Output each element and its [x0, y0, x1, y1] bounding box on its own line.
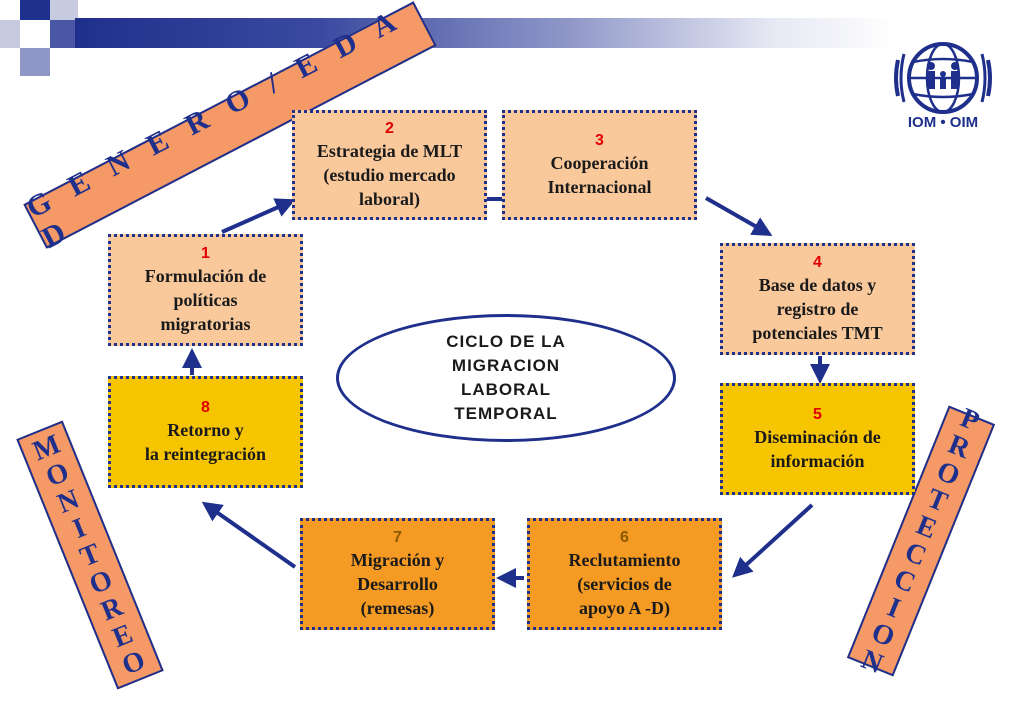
- header-square: [20, 48, 50, 76]
- header-gradient-bar: [75, 18, 895, 48]
- step-8-box: 8 Retorno y la reintegración: [108, 376, 303, 488]
- step-number: 3: [595, 132, 604, 149]
- iom-globe-family-logo: [894, 42, 992, 114]
- step-number: 1: [201, 245, 210, 262]
- step-label: Cooperación Internacional: [547, 153, 652, 197]
- step-5-box: 5 Diseminación de información: [720, 383, 915, 495]
- step-label: Estrategia de MLT (estudio mercado labor…: [316, 141, 463, 209]
- logo-text: IOM • OIM: [907, 114, 979, 131]
- header-square: [20, 0, 50, 20]
- banner-letter: O: [117, 644, 150, 682]
- step-label: Retorno y la reintegración: [144, 420, 267, 464]
- arrow-5-to-6: [732, 503, 814, 578]
- step-label: Reclutamiento (servicios de apoyo A -D): [568, 550, 681, 618]
- step-1-box: 1 Formulación de políticas migratorias: [108, 234, 303, 346]
- step-number: 5: [813, 406, 822, 423]
- header-square: [50, 20, 75, 48]
- header-square: [0, 20, 20, 48]
- step-2-box: 2 Estrategia de MLT (estudio mercado lab…: [292, 110, 487, 220]
- step-6-box: 6 Reclutamiento (servicios de apoyo A -D…: [527, 518, 722, 630]
- arrow-7-to-8: [201, 501, 297, 569]
- header-square: [20, 20, 50, 48]
- arrow-1-to-2: [221, 198, 296, 234]
- cycle-center-title: CICLO DE LA MIGRACION LABORAL TEMPORAL: [446, 332, 566, 423]
- step-label: Formulación de políticas migratorias: [144, 266, 267, 334]
- cycle-center-ellipse: CICLO DE LA MIGRACION LABORAL TEMPORAL: [336, 314, 676, 442]
- step-number: 7: [393, 529, 402, 546]
- step-3-box: 3 Cooperación Internacional: [502, 110, 697, 220]
- step-number: 8: [201, 399, 210, 416]
- step-number: 4: [813, 254, 822, 271]
- arrow-3-to-4: [705, 196, 773, 236]
- step-label: Migración y Desarrollo (remesas): [350, 550, 445, 618]
- step-number: 2: [385, 120, 394, 137]
- step-label: Diseminación de información: [754, 427, 881, 471]
- step-4-box: 4 Base de datos y registro de potenciale…: [720, 243, 915, 355]
- step-number: 6: [620, 529, 629, 546]
- step-7-box: 7 Migración y Desarrollo (remesas): [300, 518, 495, 630]
- step-label: Base de datos y registro de potenciales …: [752, 275, 883, 343]
- header-square: [50, 0, 78, 20]
